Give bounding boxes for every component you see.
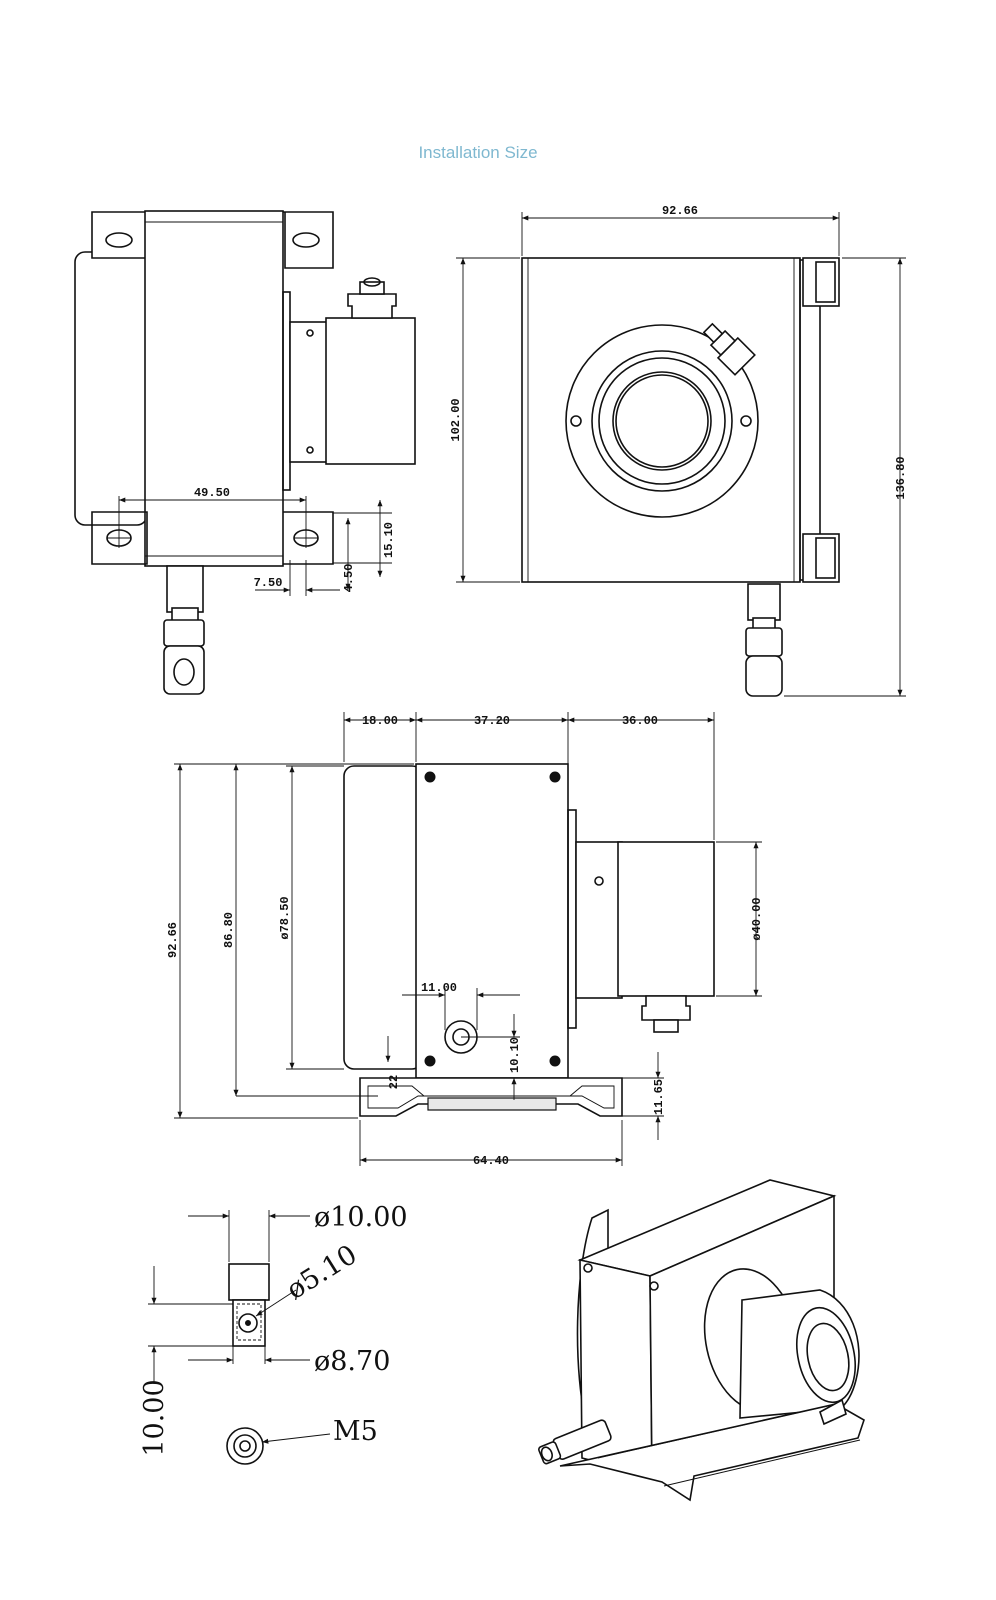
dim-front-base-w: 64.40 bbox=[473, 1154, 509, 1168]
dim-end-inner-dia: ø8.70 bbox=[314, 1346, 390, 1377]
top-view bbox=[521, 257, 840, 697]
side-bottom-bracket bbox=[91, 511, 334, 565]
front-flange bbox=[567, 809, 577, 1029]
isometric-view bbox=[538, 1179, 865, 1502]
front-body bbox=[415, 763, 569, 1079]
dim-end-hole-dia: ø5.10 bbox=[281, 1239, 362, 1306]
dim-front-mid: 37.20 bbox=[474, 714, 510, 728]
dim-front-h1: 92.66 bbox=[166, 922, 180, 958]
side-slot-top-right bbox=[292, 232, 320, 248]
side-view bbox=[74, 210, 416, 695]
side-dimensions: 49.50 7.50 15.10 4.50 bbox=[118, 486, 396, 596]
dim-front-h2: 86.80 bbox=[222, 912, 236, 948]
top-clamp-upper bbox=[802, 257, 840, 307]
side-drum bbox=[289, 321, 329, 463]
wire-end-dimensions: ø10.00 ø5.10 ø8.70 10.00 M5 bbox=[139, 1202, 408, 1457]
front-mount-bracket bbox=[359, 1077, 623, 1117]
dim-front-hole-h: 10.10 bbox=[508, 1037, 522, 1073]
dim-side-slot-pitch: 15.10 bbox=[382, 522, 396, 558]
wire-end-detail bbox=[226, 1263, 270, 1465]
side-wire-rope bbox=[166, 565, 204, 613]
top-flange bbox=[565, 324, 759, 518]
top-bore bbox=[612, 371, 712, 471]
top-dimensions: 92.66 102.00 136.80 bbox=[449, 204, 908, 697]
dim-front-dia: ø78.50 bbox=[278, 896, 292, 939]
dim-front-right: 36.00 bbox=[622, 714, 658, 728]
dim-end-length: 10.00 bbox=[139, 1379, 170, 1456]
side-flange bbox=[282, 291, 291, 491]
end-thread-view bbox=[226, 1427, 264, 1465]
front-cable-housing bbox=[617, 841, 715, 997]
front-drum bbox=[575, 841, 623, 999]
front-cable-gland bbox=[641, 995, 691, 1021]
side-cable-gland bbox=[347, 293, 397, 319]
side-rear-housing bbox=[74, 251, 148, 526]
iso-wire-end bbox=[538, 1419, 612, 1465]
top-clamp-lower bbox=[802, 533, 840, 583]
dim-end-outer-dia: ø10.00 bbox=[314, 1202, 408, 1233]
dim-side-width: 49.50 bbox=[194, 486, 230, 500]
side-rope-eye bbox=[163, 645, 205, 695]
side-wire-end bbox=[163, 619, 205, 647]
dim-side-slot-width: 4.50 bbox=[342, 564, 356, 593]
dim-front-left: 18.00 bbox=[362, 714, 398, 728]
dim-top-width: 92.66 bbox=[662, 204, 698, 218]
dim-front-base-h: 22 bbox=[387, 1075, 401, 1089]
dim-top-height: 102.00 bbox=[449, 398, 463, 441]
dim-end-thread: M5 bbox=[333, 1416, 378, 1447]
dim-side-offset: 7.50 bbox=[254, 576, 283, 590]
top-rail bbox=[799, 259, 821, 581]
dim-front-hole-pitch: 11.00 bbox=[421, 981, 457, 995]
side-slot-top-left bbox=[105, 232, 133, 248]
end-collar bbox=[228, 1263, 270, 1301]
side-cable-housing bbox=[325, 317, 416, 465]
dim-front-cable-dia: ø40.00 bbox=[750, 897, 764, 940]
front-rear-housing bbox=[343, 765, 423, 1070]
drawing-title: Installation Size bbox=[418, 143, 537, 162]
dim-front-mount-h: 11.65 bbox=[652, 1079, 666, 1115]
top-wire-rope bbox=[747, 583, 781, 621]
top-rope-eye bbox=[745, 655, 783, 697]
dim-top-overall-height: 136.80 bbox=[894, 456, 908, 499]
front-dimensions: 18.00 37.20 36.00 92.66 86.80 ø78.50 ø40… bbox=[166, 712, 764, 1168]
front-view bbox=[343, 763, 715, 1117]
side-body bbox=[144, 210, 284, 567]
top-cable-gland bbox=[702, 322, 756, 376]
